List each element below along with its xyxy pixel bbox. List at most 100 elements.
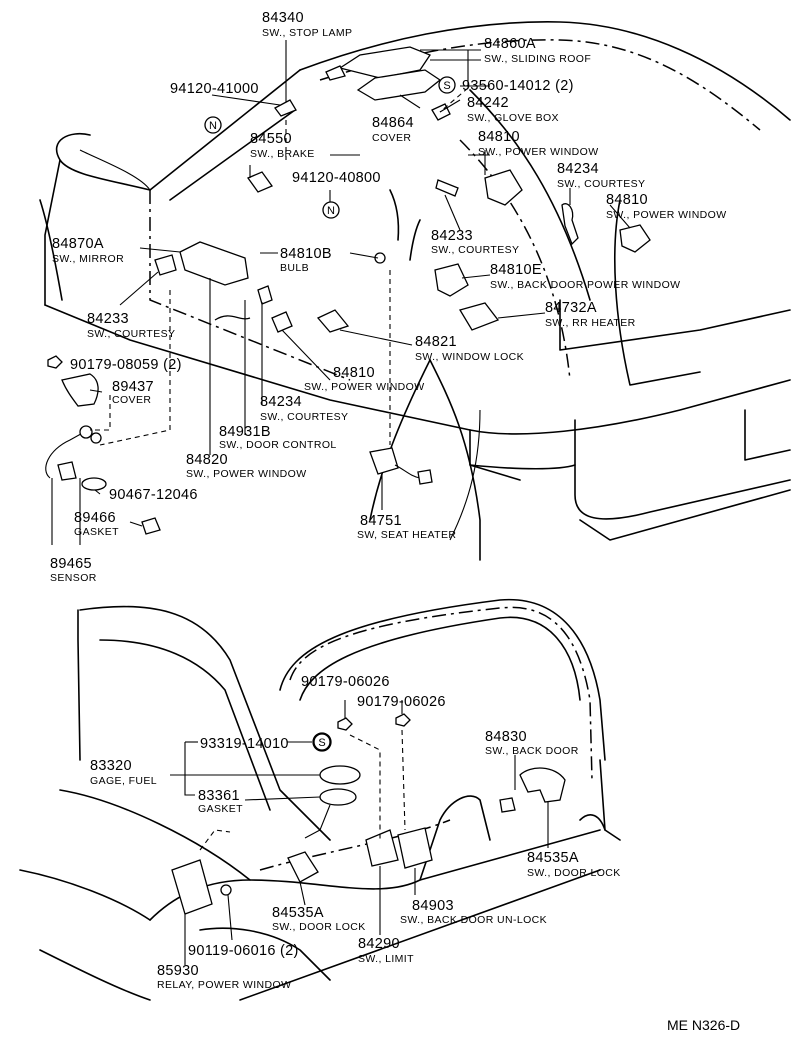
parts-27-number-text: 89465 — [50, 556, 92, 572]
parts-32-number-text: 83320 — [90, 758, 132, 774]
parts-23-desc-text: SW., POWER WINDOW — [186, 468, 307, 480]
parts-38-number-text: 84290 — [358, 936, 400, 952]
parts-11-desc-text: SW., MIRROR — [52, 253, 124, 265]
parts-5-number-text: 84864 — [372, 115, 414, 131]
parts-13-desc-text: SW., COURTESY — [431, 244, 519, 256]
parts-12-number-text: 84810B — [280, 246, 332, 262]
parts-22-number-text: 84931B — [219, 424, 271, 440]
parts-6-desc-text: SW., BRAKE — [250, 148, 315, 160]
parts-31-number-text: 84830 — [485, 729, 527, 745]
parts-14-number-text: 84810E — [490, 262, 542, 278]
parts-21-number-text: 84234 — [260, 394, 302, 410]
parts-34-desc-text: SW., DOOR LOCK — [527, 867, 621, 879]
n-symbol-2 — [322, 201, 340, 219]
parts-29-number-text: 90179-06026 — [357, 694, 446, 710]
label-90179-08059: 90179-08059 (2) — [70, 357, 181, 373]
vehicle-top-outline — [39, 21, 791, 561]
parts-0-desc-text: SW., STOP LAMP — [262, 27, 352, 39]
parts-15-number-text: 84233 — [87, 311, 129, 327]
parts-39-number-text: 85930 — [157, 963, 199, 979]
parts-33-desc-text: GASKET — [198, 803, 243, 815]
vehicle-bottom-outline — [19, 598, 621, 1001]
n-symbol-2-text: N — [327, 205, 335, 217]
n-symbol-1 — [204, 116, 222, 134]
parts-23-number-text: 84820 — [186, 452, 228, 468]
parts-8-desc-text: SW., COURTESY — [557, 178, 645, 190]
parts-1-number-text: 84860A — [484, 36, 536, 52]
parts-21-desc-text: SW., COURTESY — [260, 411, 348, 423]
n-symbol-1-text: N — [209, 120, 217, 132]
parts-25-number-text: 89466 — [74, 510, 116, 526]
parts-14-desc-text: SW., BACK DOOR POWER WINDOW — [490, 279, 680, 291]
parts-34-number-text: 84535A — [527, 850, 579, 866]
parts-6-number-text: 84550 — [250, 131, 292, 147]
parts-32-desc-text: GAGE, FUEL — [90, 775, 157, 787]
parts-11-number-text: 84870A — [52, 236, 104, 252]
parts-4-number-text: 84242 — [467, 95, 509, 111]
parts-37-number-text: 90119-06016 (2) — [188, 943, 299, 959]
label-90179-06026-b: 90179-06026 — [357, 694, 446, 710]
s-symbol-1-text: S — [443, 80, 450, 92]
parts-35-desc-text: SW., DOOR LOCK — [272, 921, 366, 933]
parts-36-number-text: 84903 — [412, 898, 454, 914]
parts-17-number-text: 84821 — [415, 334, 457, 350]
parts-2-number-text: 94120-41000 — [170, 81, 259, 97]
label-94120-41000: 94120-41000 — [170, 81, 259, 97]
parts-3-number-text: 93560-14012 (2) — [462, 78, 574, 94]
label-90467-12046: 90467-12046 — [109, 487, 197, 503]
parts-7-number-text: 84810 — [478, 129, 520, 145]
parts-7-desc-text: SW., POWER WINDOW — [478, 146, 599, 158]
parts-33-number-text: 83361 — [198, 788, 240, 804]
parts-38-desc-text: SW., LIMIT — [358, 953, 414, 965]
diagram-code: ME N326-D — [667, 1017, 740, 1033]
parts-19-desc-text: SW., POWER WINDOW — [304, 381, 425, 393]
parts-0-number-text: 84340 — [262, 10, 304, 26]
parts-25-desc-text: GASKET — [74, 526, 119, 538]
label-90179-06026-a: 90179-06026 — [301, 674, 389, 690]
routing-dots — [90, 87, 469, 851]
parts-20-desc-text: COVER — [112, 394, 151, 406]
parts-39-desc-text: RELAY, POWER WINDOW — [157, 979, 291, 991]
parts-5-desc-text: COVER — [372, 132, 411, 144]
parts-26-number-text: 84751 — [360, 513, 402, 529]
part-illustrations-bottom — [171, 713, 566, 915]
parts-10-number-text: 84810 — [606, 192, 648, 208]
s-symbol-1 — [438, 76, 456, 94]
parts-9-number-text: 94120-40800 — [292, 170, 381, 186]
parts-10-desc-text: SW., POWER WINDOW — [606, 209, 727, 221]
parts-26-desc-text: SW, SEAT HEATER — [357, 529, 456, 541]
parts-15-desc-text: SW., COURTESY — [87, 328, 175, 340]
parts-17-desc-text: SW., WINDOW LOCK — [415, 351, 524, 363]
label-94120-40800: 94120-40800 — [292, 170, 381, 186]
parts-35-number-text: 84535A — [272, 905, 324, 921]
s-symbol-2-text: S — [318, 737, 325, 749]
parts-12-desc-text: BULB — [280, 262, 309, 274]
parts-30-number-text: 93319-14010 — [200, 736, 289, 752]
s-symbol-2 — [313, 733, 331, 751]
parts-19-number-text: 84810 — [333, 365, 375, 381]
parts-36-desc-text: SW., BACK DOOR UN-LOCK — [400, 914, 547, 926]
